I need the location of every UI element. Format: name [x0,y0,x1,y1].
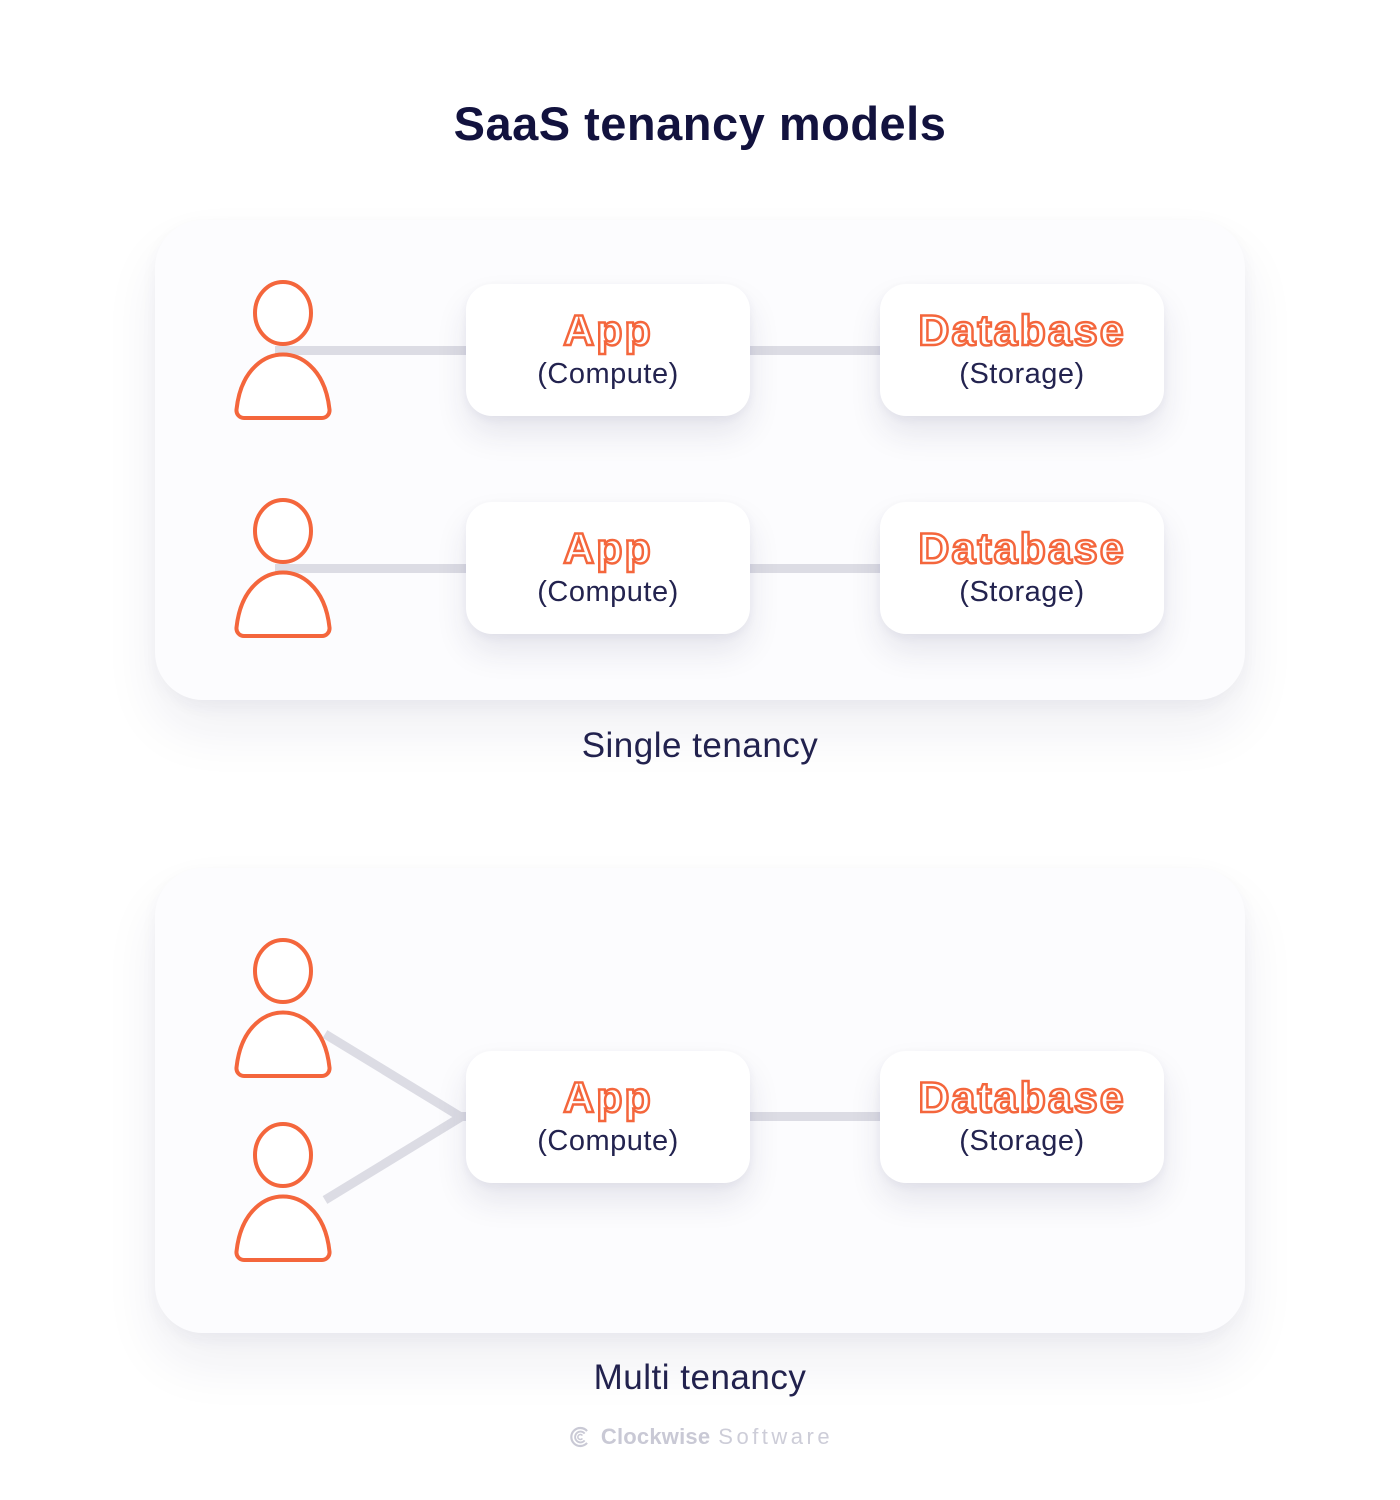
single-tenancy-panel: App (Compute) Database (Storage) App (Co… [155,220,1245,700]
database-node: Database (Storage) [880,502,1164,634]
app-node-title: App [562,1074,653,1123]
database-node-subtitle: (Storage) [959,1124,1085,1157]
app-node-title: App [562,525,653,574]
database-node-title: Database [917,1074,1126,1123]
database-node-title: Database [917,307,1126,356]
app-node-subtitle: (Compute) [537,357,679,390]
app-node-subtitle: (Compute) [537,1124,679,1157]
app-node: App (Compute) [466,284,750,416]
app-node-title: App [562,307,653,356]
database-node: Database (Storage) [880,284,1164,416]
database-node-title: Database [917,525,1126,574]
multi-tenancy-label: Multi tenancy [593,1358,807,1397]
database-node-subtitle: (Storage) [959,575,1085,608]
database-node-subtitle: (Storage) [959,357,1085,390]
multi-tenancy-panel: App (Compute) Database (Storage) [155,868,1245,1333]
clockwise-logo-icon [570,1426,588,1448]
page-title: SaaS tenancy models [453,97,947,150]
footer-brand: Clockwise Software [0,1424,1400,1450]
user-icon [234,498,332,638]
brand-name-light: Software [718,1424,834,1449]
app-node: App (Compute) [466,502,750,634]
single-tenancy-label: Single tenancy [581,726,819,765]
app-node: App (Compute) [466,1051,750,1183]
database-node: Database (Storage) [880,1051,1164,1183]
brand-name-bold: Clockwise [600,1424,711,1449]
user-icon [234,938,332,1078]
user-icon [234,1122,332,1262]
app-node-subtitle: (Compute) [537,575,679,608]
user-icon [234,280,332,420]
